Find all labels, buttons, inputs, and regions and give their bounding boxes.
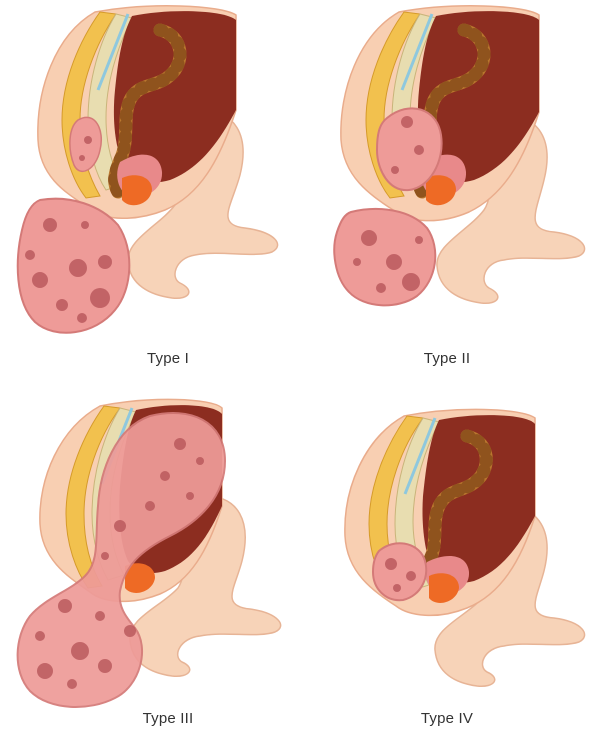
illustration-type-1 (0, 0, 299, 366)
illustration-type-4 (299, 366, 598, 732)
panel-type-1: Type I (0, 0, 299, 366)
panel-label: Type II (377, 350, 517, 367)
tumor-inner (373, 543, 426, 600)
panel-type-4: Type IV (299, 366, 598, 732)
illustration-type-2 (299, 0, 598, 366)
panel-type-3: Type III (0, 366, 299, 732)
panel-label: Type I (98, 350, 238, 367)
panel-label: Type IV (377, 710, 517, 727)
panel-type-2: Type II (299, 0, 598, 366)
illustration-type-3 (0, 366, 299, 732)
panel-label: Type III (98, 710, 238, 727)
